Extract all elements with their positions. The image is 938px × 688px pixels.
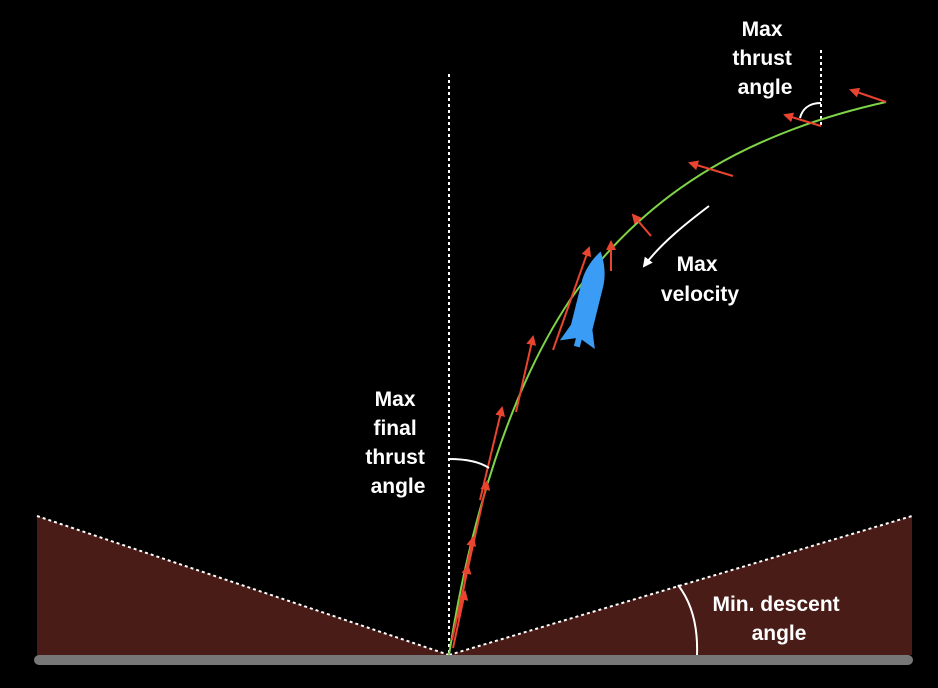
thrust-vector bbox=[463, 536, 477, 581]
thrust-vector bbox=[631, 213, 652, 237]
thrust-vector bbox=[452, 590, 469, 649]
thrust-vector bbox=[515, 335, 537, 413]
glide-slope-boundary-right bbox=[448, 515, 913, 656]
min-descent-angle-arc bbox=[677, 584, 699, 656]
max-velocity-label: Max velocity bbox=[661, 253, 740, 306]
max-thrust-angle-label: Max thrust angle bbox=[732, 18, 797, 99]
thrust-vector bbox=[688, 160, 734, 177]
thrust-vectors bbox=[451, 87, 887, 649]
thrust-vector bbox=[849, 87, 887, 103]
thrust-vector bbox=[451, 480, 491, 641]
velocity-direction-arrow bbox=[642, 205, 710, 268]
rocket-icon bbox=[559, 251, 605, 350]
max-final-thrust-angle-arc bbox=[448, 458, 490, 469]
max-final-thrust-angle-label: Max final thrust angle bbox=[365, 388, 430, 498]
thrust-vector bbox=[552, 246, 592, 351]
ground-surface bbox=[34, 655, 913, 665]
thrust-vector bbox=[783, 112, 822, 127]
glide-slope-boundary-left bbox=[36, 515, 450, 656]
min-descent-angle-label: Min. descent angle bbox=[712, 593, 845, 645]
max-thrust-angle-arc bbox=[799, 102, 822, 119]
thrust-vector bbox=[479, 406, 506, 501]
